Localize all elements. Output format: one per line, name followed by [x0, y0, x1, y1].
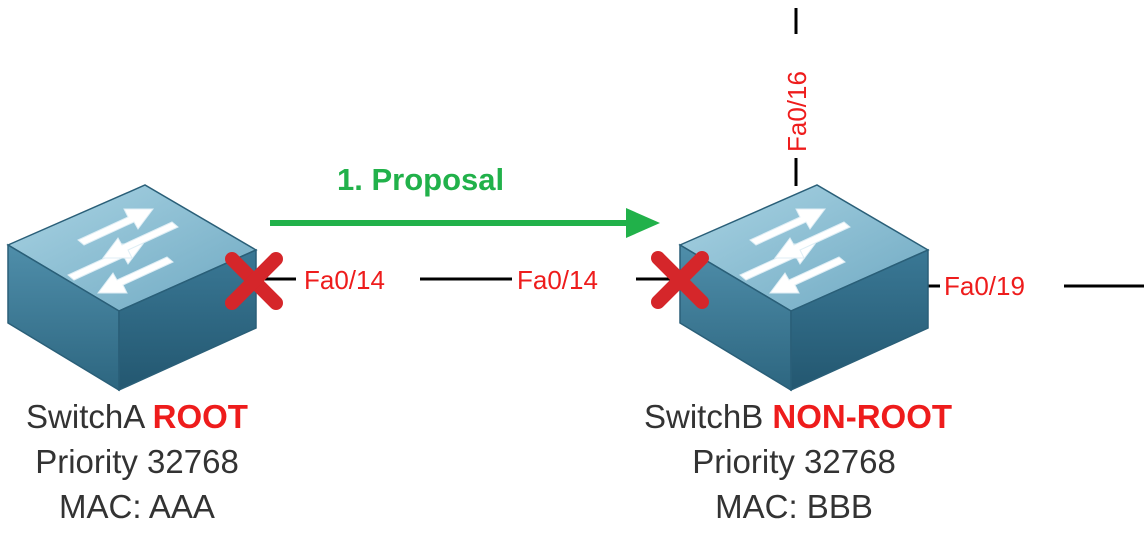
switch-b-title: SwitchB NON-ROOT: [644, 394, 952, 439]
switch-a-caption: SwitchA ROOT Priority 32768 MAC: AAA: [0, 394, 287, 529]
switch-a-mac: MAC: AAA: [59, 488, 215, 525]
switch-b-name: SwitchB: [644, 398, 764, 435]
switch-a-role: ROOT: [152, 398, 248, 435]
switch-a-port-label: Fa0/14: [304, 265, 385, 295]
switch-b-port-right-label: Fa0/19: [944, 271, 1025, 301]
switch-b-role: NON-ROOT: [772, 398, 953, 435]
switch-a-icon: [7, 184, 257, 391]
proposal-arrow-icon: [270, 208, 660, 238]
switch-b-priority: Priority 32768: [692, 443, 896, 480]
switch-a-title: SwitchA ROOT: [0, 394, 287, 439]
switch-b-port-left-label: Fa0/14: [517, 265, 598, 295]
switch-b-mac: MAC: BBB: [715, 488, 873, 525]
switch-b-icon: [679, 184, 929, 391]
proposal-label: 1. Proposal: [337, 162, 504, 197]
switch-b-caption: SwitchB NON-ROOT Priority 32768 MAC: BBB: [644, 394, 952, 529]
switch-a-priority: Priority 32768: [35, 443, 239, 480]
switch-b-port-top-label: Fa0/16: [782, 71, 812, 152]
switch-a-name: SwitchA: [26, 398, 144, 435]
